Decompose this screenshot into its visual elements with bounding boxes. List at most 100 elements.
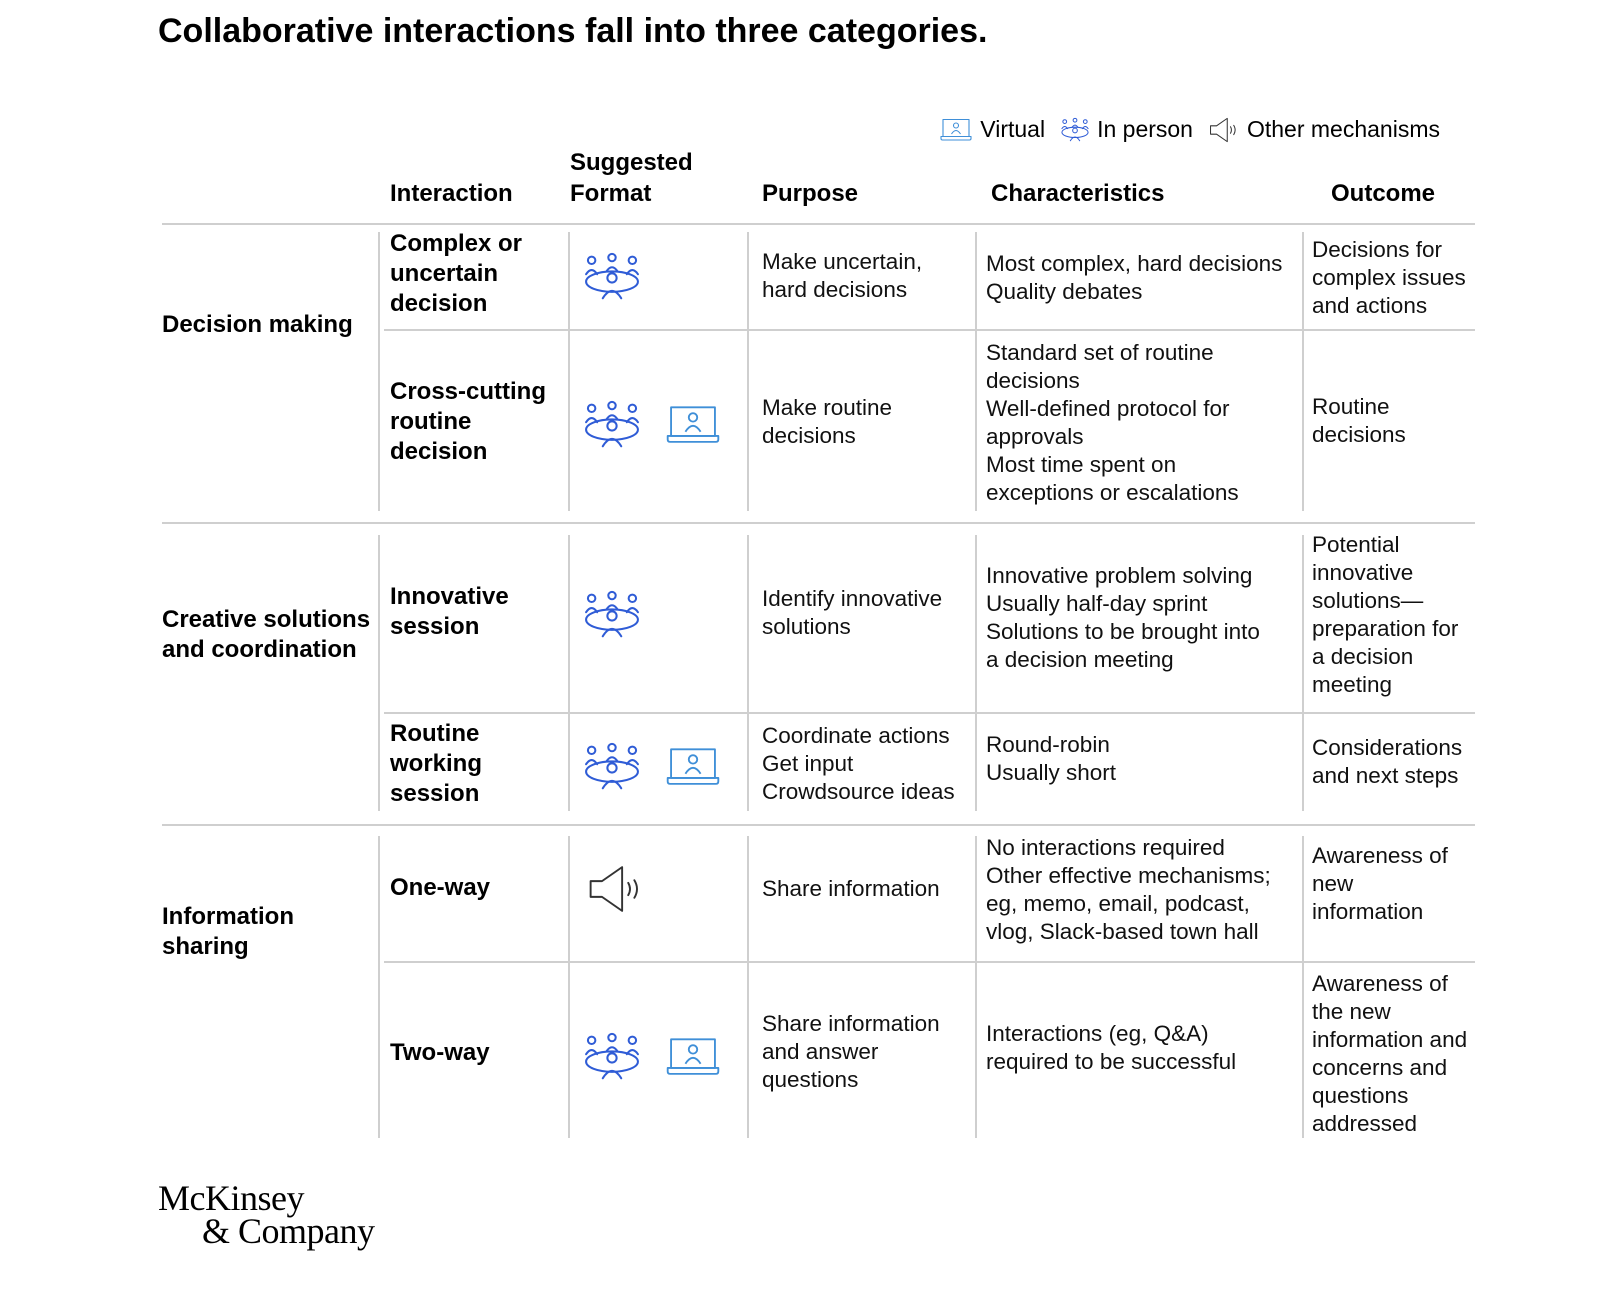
characteristics-cell: Interactions (eg, Q&A) required to be su… <box>986 1020 1236 1076</box>
category-divider <box>162 824 1475 826</box>
format-icons <box>584 590 640 640</box>
characteristics-line: a decision meeting <box>986 647 1174 672</box>
outcome-line: addressed <box>1312 1111 1418 1136</box>
purpose-line: decisions <box>762 423 856 448</box>
characteristics-line: decisions <box>986 368 1080 393</box>
interaction-label-line: Cross-cutting <box>390 378 546 405</box>
interaction-label: Routine working session <box>390 719 560 809</box>
outcome-line: information and <box>1312 1027 1468 1052</box>
interaction-label-line: routine <box>390 408 472 435</box>
laptop-person-icon <box>666 746 720 788</box>
characteristics-line: exceptions or escalations <box>986 480 1239 505</box>
characteristics-line: Solutions to be brought into <box>986 619 1260 644</box>
logo-line-1: McKinsey <box>158 1178 304 1218</box>
interaction-label-line: decision <box>390 438 488 465</box>
outcome-line: decisions <box>1312 422 1406 447</box>
legend-label-other: Other mechanisms <box>1246 116 1440 142</box>
purpose-line: and answer <box>762 1039 879 1064</box>
category-label: Decision making <box>162 310 372 340</box>
header-format-line2: Format <box>570 180 652 207</box>
purpose-cell: Identify innovative solutions <box>762 585 942 641</box>
interaction-label-line: session <box>390 613 480 640</box>
purpose-line: Make uncertain, <box>762 249 923 274</box>
column-rule <box>378 836 380 1138</box>
characteristics-line: Interactions (eg, Q&A) <box>986 1021 1209 1046</box>
outcome-cell: Considerations and next steps <box>1312 734 1462 790</box>
row-divider <box>384 329 1475 331</box>
legend-item-other: Other mechanisms <box>1209 116 1440 143</box>
purpose-line: solutions <box>762 614 851 639</box>
purpose-line: Coordinate actions <box>762 723 950 748</box>
category-label-line: sharing <box>162 933 249 960</box>
legend-item-virtual: Virtual <box>940 116 1045 143</box>
outcome-line: and actions <box>1312 293 1428 318</box>
characteristics-line: Other effective mechanisms; <box>986 863 1271 888</box>
outcome-line: concerns and <box>1312 1055 1448 1080</box>
outcome-line: Routine <box>1312 394 1390 419</box>
purpose-line: Identify innovative <box>762 586 943 611</box>
format-icons <box>584 400 720 450</box>
legend-item-in-person: In person <box>1061 116 1193 143</box>
outcome-line: questions <box>1312 1083 1409 1108</box>
column-rule <box>378 232 380 511</box>
purpose-cell: Share information and answer questions <box>762 1010 940 1094</box>
interaction-label-line: Routine <box>390 720 480 747</box>
column-rule <box>568 232 570 511</box>
outcome-line: solutions— <box>1312 588 1424 613</box>
interaction-label-line: Two-way <box>390 1039 490 1066</box>
interaction-label: One-way <box>390 873 560 903</box>
characteristics-cell: No interactions required Other effective… <box>986 834 1271 946</box>
outcome-line: meeting <box>1312 672 1393 697</box>
header-purpose: Purpose <box>762 180 859 207</box>
purpose-cell: Coordinate actions Get input Crowdsource… <box>762 722 955 806</box>
column-rule <box>1302 535 1304 811</box>
purpose-line: Make routine <box>762 395 893 420</box>
characteristics-line: Quality debates <box>986 279 1143 304</box>
group-icon <box>584 400 640 450</box>
category-label: Information sharing <box>162 902 372 962</box>
characteristics-line: Usually half-day sprint <box>986 591 1208 616</box>
page-title: Collaborative interactions fall into thr… <box>158 12 988 50</box>
purpose-cell: Share information <box>762 875 940 903</box>
characteristics-cell: Innovative problem solving Usually half-… <box>986 562 1260 674</box>
format-icons <box>584 742 720 792</box>
outcome-line: the new <box>1312 999 1391 1024</box>
laptop-person-icon <box>940 117 972 143</box>
column-rule <box>378 535 380 811</box>
column-rule <box>1302 836 1304 1138</box>
purpose-line: Share information <box>762 876 940 901</box>
purpose-cell: Make uncertain, hard decisions <box>762 248 922 304</box>
interaction-label-line: One-way <box>390 874 491 901</box>
outcome-cell: Routine decisions <box>1312 393 1406 449</box>
laptop-person-icon <box>666 404 720 446</box>
column-rule <box>975 836 977 1138</box>
characteristics-line: Round-robin <box>986 732 1110 757</box>
purpose-line: questions <box>762 1067 859 1092</box>
outcome-line: new <box>1312 871 1354 896</box>
characteristics-line: vlog, Slack-based town hall <box>986 919 1259 944</box>
characteristics-line: approvals <box>986 424 1084 449</box>
interaction-label-line: uncertain <box>390 260 499 287</box>
speaker-icon <box>588 864 644 914</box>
characteristics-line: No interactions required <box>986 835 1225 860</box>
purpose-line: Get input <box>762 751 854 776</box>
outcome-line: Decisions for <box>1312 237 1443 262</box>
outcome-line: innovative <box>1312 560 1414 585</box>
laptop-person-icon <box>666 1036 720 1078</box>
row-divider <box>384 712 1475 714</box>
characteristics-cell: Standard set of routine decisions Well-d… <box>986 339 1239 507</box>
category-label-line: Information <box>162 903 294 930</box>
category-label-line: and coordination <box>162 636 357 663</box>
outcome-cell: Decisions for complex issues and actions <box>1312 236 1466 320</box>
outcome-line: Considerations <box>1312 735 1463 760</box>
column-rule <box>747 836 749 1138</box>
logo-line-2: & Company <box>202 1211 375 1251</box>
purpose-line: Crowdsource ideas <box>762 779 955 804</box>
format-icons <box>588 864 644 914</box>
characteristics-cell: Most complex, hard decisions Quality deb… <box>986 250 1282 306</box>
outcome-line: a decision <box>1312 644 1414 669</box>
speaker-icon <box>1209 117 1239 143</box>
column-rule <box>568 836 570 1138</box>
outcome-cell: Potential innovative solutions— preparat… <box>1312 531 1458 699</box>
legend: Virtual In person Other mechanisms <box>940 116 1440 143</box>
